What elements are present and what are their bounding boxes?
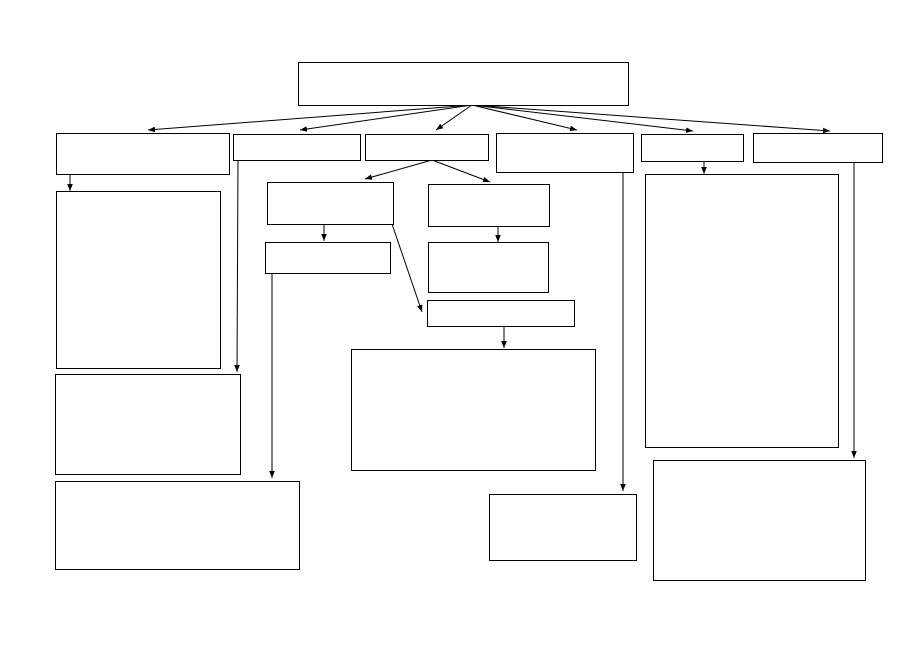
- node-box-c3r: [428, 184, 550, 227]
- node-box-c2a: [55, 374, 241, 475]
- node-c3: [365, 134, 489, 161]
- node-c3m2: [351, 349, 596, 471]
- node-box-c3m2: [351, 349, 596, 471]
- node-box-c5a: [645, 174, 839, 448]
- node-c5: [641, 134, 744, 162]
- node-box-root: [298, 62, 629, 106]
- node-c3l2: [265, 242, 391, 274]
- edge-root-c4: [471, 104, 578, 132]
- edges-layer: [67, 104, 857, 491]
- node-c3m: [427, 300, 575, 327]
- edge-root-c5: [471, 104, 694, 133]
- node-box-c3m: [427, 300, 575, 327]
- edge-c3l-c3m: [391, 223, 423, 313]
- node-box-c1a: [56, 191, 221, 369]
- node-c6a: [653, 460, 866, 581]
- node-box-c4: [496, 133, 634, 173]
- node-c4a: [489, 494, 637, 561]
- node-box-c3r2: [428, 242, 549, 293]
- node-c3l3: [55, 481, 300, 570]
- edge-root-c3: [435, 104, 473, 131]
- edge-root-c2: [299, 104, 473, 132]
- node-box-c2: [233, 134, 361, 161]
- node-box-c3l: [267, 182, 394, 225]
- node-c4: [496, 133, 634, 173]
- node-c5a: [645, 174, 839, 448]
- node-c1: [56, 133, 230, 175]
- node-c6: [753, 133, 883, 163]
- edge-c2-c2a: [234, 159, 240, 373]
- node-box-c3l3: [55, 481, 300, 570]
- node-box-c4a: [489, 494, 637, 561]
- node-box-c6: [753, 133, 883, 163]
- node-c3l: [267, 182, 394, 225]
- node-box-c1: [56, 133, 230, 175]
- node-c2a: [55, 374, 241, 475]
- node-c3r2: [428, 242, 549, 293]
- node-box-c3: [365, 134, 489, 161]
- edge-root-c6: [471, 104, 831, 134]
- node-box-c5: [641, 134, 744, 162]
- node-c1a: [56, 191, 221, 369]
- node-c3r: [428, 184, 550, 227]
- node-box-c6a: [653, 460, 866, 581]
- nodes-layer: [55, 62, 883, 581]
- edge-root-c1: [147, 104, 473, 133]
- node-c2: [233, 134, 361, 161]
- node-box-c3l2: [265, 242, 391, 274]
- node-root: [298, 62, 629, 106]
- edge-c3-c3l: [364, 159, 433, 180]
- edge-c3-c3r: [431, 159, 491, 183]
